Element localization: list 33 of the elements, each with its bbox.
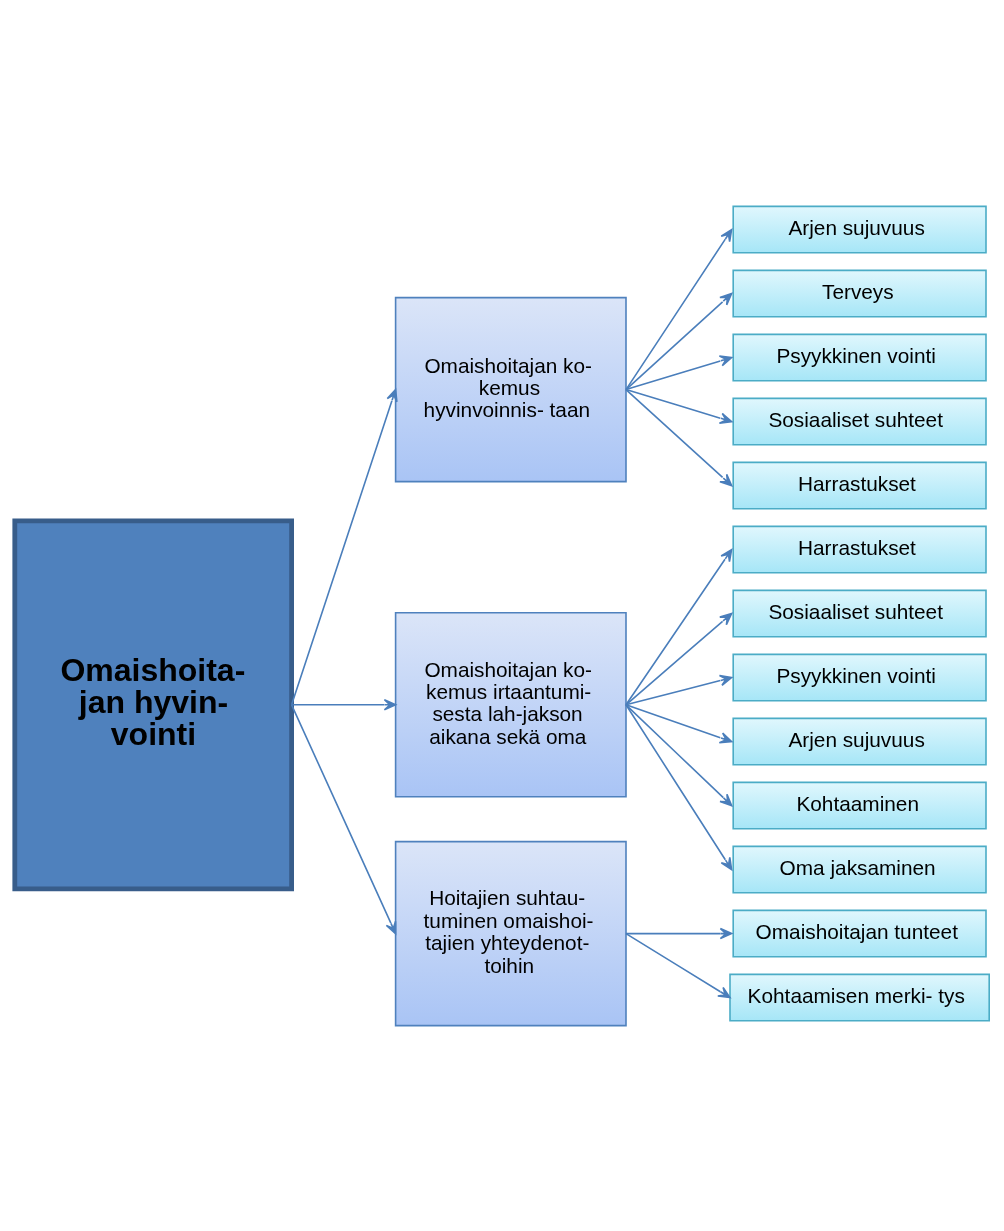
node-box: Omaishoitajan tunteet [732,909,987,958]
arrow [290,388,398,706]
arrow [625,927,733,939]
arrow [290,703,397,934]
node-box: Omaishoitajan ko- kemus irtaantumi- sesta lah-jakson aikana sekä oma [394,611,627,798]
arrow [625,228,733,390]
node-box: Kohtaamisen merki- tys [729,973,990,1022]
arrow [625,674,733,706]
node-box: Sosiaaliset suhteet [732,589,987,638]
node-box: Harrastukset [732,461,987,510]
node-box: Oma jaksaminen [732,845,987,894]
node-box: Hoitajien suhtau- tuminen omaishoi- tajien yhteydenot- toihin [394,840,627,1026]
node-box: Arjen sujuvuus [732,717,987,766]
node-box: Omaishoitajan ko- kemus hyvinvoinnis- taan [394,296,627,482]
arrow [625,932,731,998]
arrow [625,703,733,743]
arrow [625,388,733,424]
arrow [625,292,733,390]
node-box: Kohtaaminen [732,781,987,830]
arrow [625,703,733,806]
arrow [625,354,733,390]
node-box: Harrastukset [732,525,987,574]
node-box: Sosiaaliset suhteet [732,397,987,446]
node-box: Psyykkinen vointi [732,333,987,382]
node-box: Terveys [732,269,987,318]
node-box: Arjen sujuvuus [732,205,987,254]
arrow [625,703,733,870]
arrow [625,612,733,706]
arrow [625,388,733,486]
node-box: Psyykkinen vointi [732,653,987,702]
arrow [290,698,397,711]
node-box: Omaishoita- jan hyvin- vointi [12,517,294,891]
arrow [625,548,733,706]
